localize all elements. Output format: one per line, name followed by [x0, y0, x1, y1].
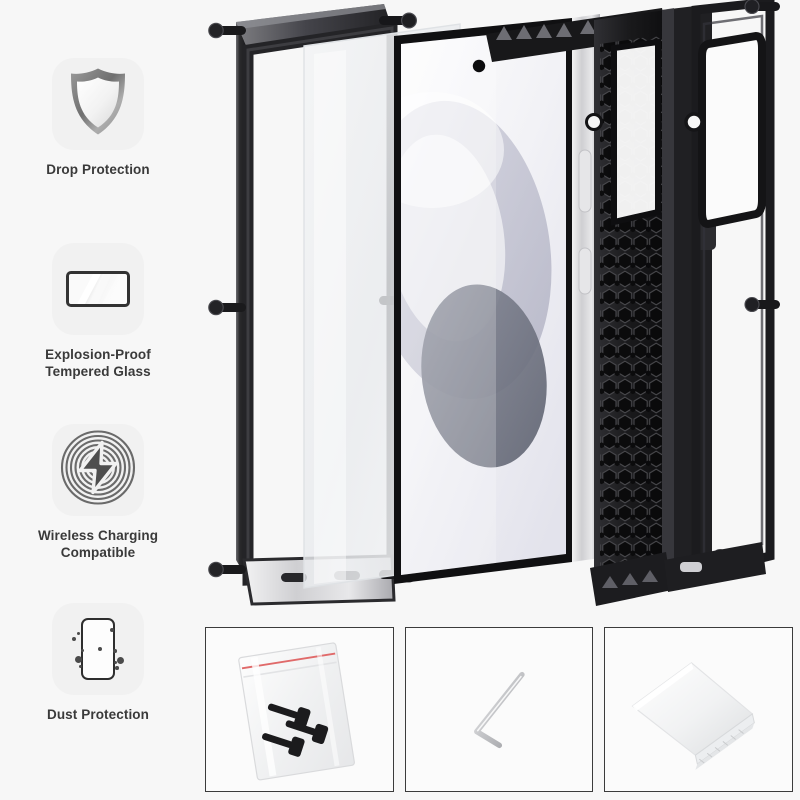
accessory-screw-bag	[205, 627, 394, 792]
feature-label-line1: Explosion-Proof	[45, 347, 151, 362]
accessory-panels	[205, 627, 794, 792]
hex-key-icon	[473, 671, 525, 749]
screw-post	[208, 561, 246, 578]
feature-label-line1: Wireless Charging	[37, 528, 159, 543]
screw-post	[379, 12, 418, 29]
dust-protection-icon-tile	[52, 603, 144, 695]
screw-post	[744, 296, 780, 313]
phone-body	[394, 14, 600, 584]
glass-panel-icon	[66, 271, 130, 307]
feature-label-line2: Compatible	[60, 545, 136, 560]
drop-protection-icon-tile	[52, 58, 144, 150]
feature-label: Dust Protection	[46, 707, 149, 722]
screw-post	[744, 0, 780, 15]
feature-drop-protection: Drop Protection	[0, 58, 196, 178]
rear-camera-ring	[698, 31, 766, 229]
feature-dust-protection: Dust Protection	[0, 603, 196, 723]
phone-wallpaper	[401, 34, 552, 575]
zip-bag-icon	[238, 642, 355, 781]
accessory-cleaning-cloth	[604, 627, 794, 792]
screw-post	[208, 22, 246, 39]
screws-icon	[262, 703, 329, 757]
feature-tempered-glass: Explosion-Proof Tempered Glass	[0, 243, 196, 380]
camera-cutout	[614, 42, 658, 222]
feature-wireless-charging: Wireless Charging Compatible	[0, 424, 196, 561]
accessory-hex-key	[404, 627, 594, 792]
cleaning-cloth-icon	[631, 662, 756, 770]
rear-frame	[664, 0, 780, 592]
product-exploded-view	[196, 0, 800, 625]
tempered-glass-icon-tile	[52, 243, 144, 335]
shield-icon	[66, 67, 130, 142]
product-illustration	[208, 0, 780, 606]
front-camera-icon	[472, 59, 486, 73]
feature-label-line2: Tempered Glass	[45, 364, 151, 379]
feature-label: Drop Protection	[46, 162, 150, 177]
wireless-charging-icon	[60, 430, 136, 511]
wireless-charging-icon-tile	[52, 424, 144, 516]
feature-list: Drop Protection Explosion-Proof Tempered…	[0, 0, 196, 800]
screw-post	[208, 299, 246, 316]
